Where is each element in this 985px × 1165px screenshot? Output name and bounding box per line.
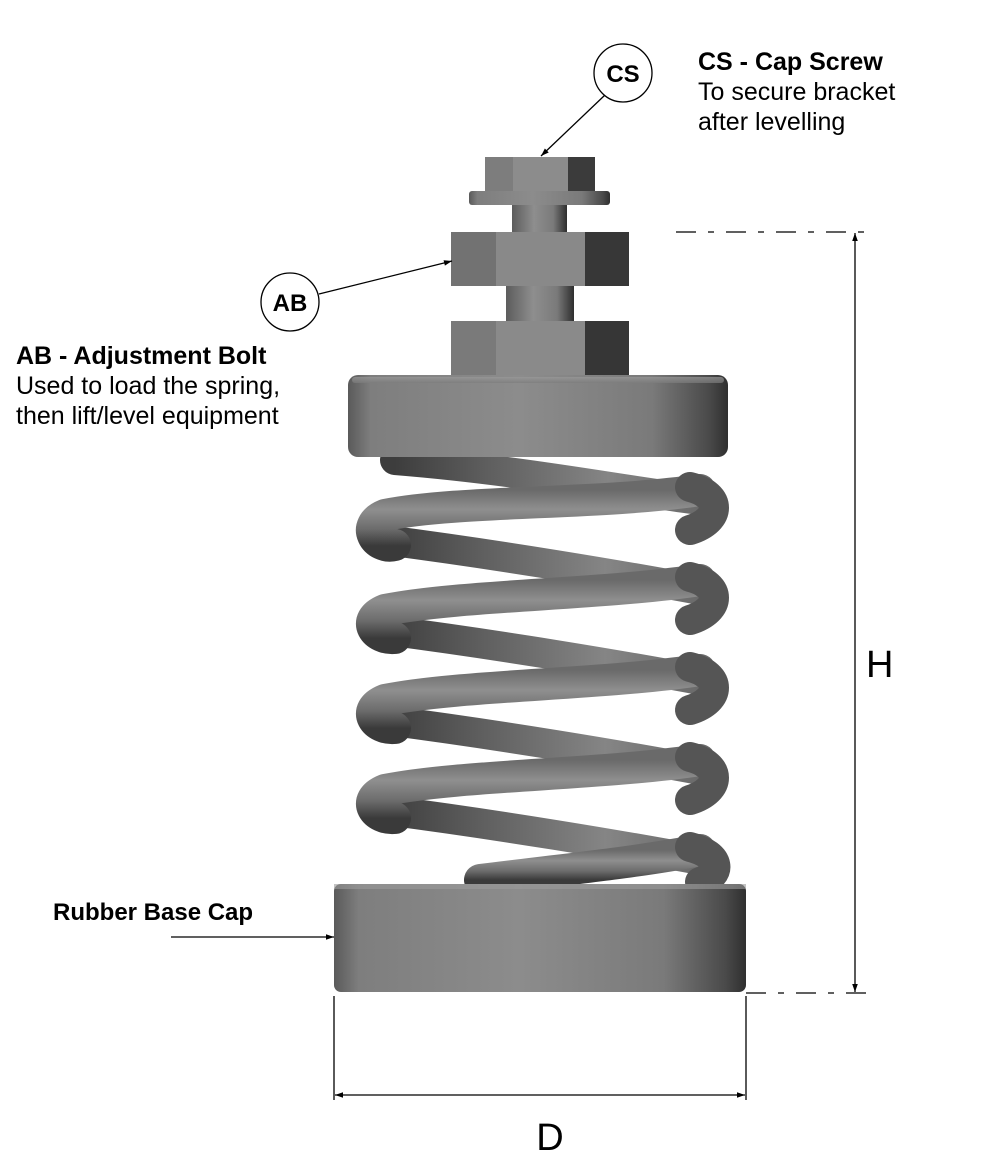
cap-screw-head-center-face — [513, 157, 568, 191]
spring-front-strands — [356, 474, 716, 896]
cap-screw-head-right-face — [568, 157, 595, 191]
top-plate-body — [348, 375, 728, 457]
lower-hex-nut-center-face — [496, 321, 585, 376]
ab-label-block: AB - Adjustment Bolt Used to load the sp… — [16, 341, 280, 431]
top-plate-highlight — [352, 377, 724, 383]
h-dimension-label: H — [866, 644, 893, 686]
cs-label-desc-line-2: after levelling — [698, 108, 846, 136]
callout-ab: AB — [260, 260, 453, 332]
cs-label-title: CS - Cap Screw — [698, 48, 883, 76]
coil-spring — [356, 445, 731, 897]
callout-cs: CS — [540, 43, 653, 157]
cap-screw-washer — [469, 191, 610, 205]
dimension-diameter: D — [333, 996, 747, 1159]
ab-label-title: AB - Adjustment Bolt — [16, 342, 267, 370]
base-cap-body — [334, 884, 746, 992]
cap-screw — [469, 157, 610, 205]
d-dimension-label: D — [536, 1117, 563, 1159]
ab-leader-line — [318, 260, 453, 295]
lower-hex-nut-right-face — [585, 321, 629, 376]
rubber-base-cap — [334, 884, 746, 992]
cs-bubble[interactable] — [593, 43, 653, 103]
cap-screw-head-left-face — [485, 157, 513, 191]
cs-label-block: CS - Cap Screw To secure bracket after l… — [698, 47, 895, 137]
top-plate — [348, 375, 728, 457]
lower-hex-nut-left-face — [451, 321, 496, 376]
spring-right-bends — [675, 472, 731, 897]
upper-hex-nut-right-face — [585, 232, 629, 286]
ab-label-desc-line-1: Used to load the spring, — [16, 372, 281, 400]
rubber-base-cap-label: Rubber Base Cap — [53, 899, 254, 926]
upper-hex-nut-center-face — [496, 232, 585, 286]
upper-hex-nut-left-face — [451, 232, 496, 286]
ab-bubble[interactable] — [260, 272, 320, 332]
cs-leader-line — [540, 94, 606, 157]
ab-label-desc-line-2: then lift/level equipment — [16, 402, 279, 430]
ab-bubble-label: AB — [273, 290, 308, 317]
adjustment-bolt — [451, 205, 629, 376]
cs-bubble-label: CS — [606, 61, 639, 88]
base-cap-top-edge — [334, 884, 746, 889]
bolt-shaft-lower — [506, 286, 574, 321]
cs-label-desc-line-1: To secure bracket — [698, 78, 896, 106]
bolt-shaft-upper — [512, 205, 567, 232]
dimension-height: H — [676, 231, 893, 994]
